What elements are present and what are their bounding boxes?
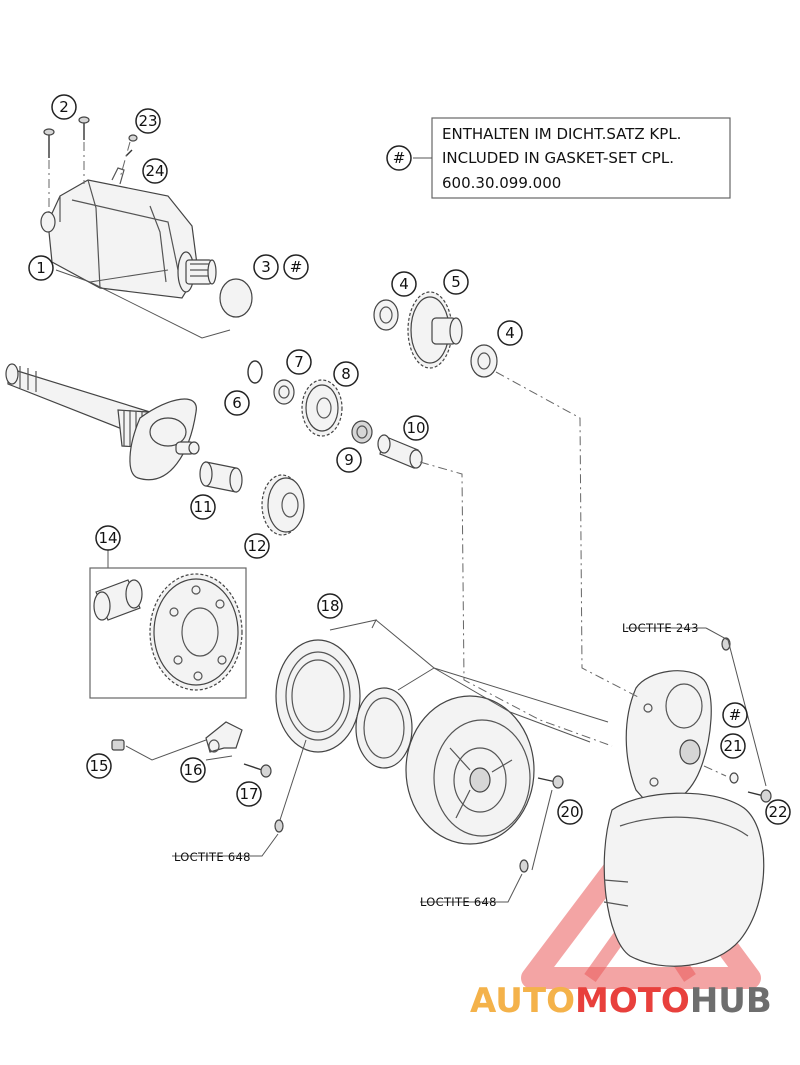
- callout-16: 16: [180, 757, 206, 783]
- callout-22: 22: [765, 799, 791, 825]
- screw-20: [537, 775, 564, 789]
- callout-14: 14: [95, 525, 121, 551]
- ignition-cover: [603, 670, 765, 967]
- svg-text:#: #: [393, 149, 406, 167]
- svg-text:10: 10: [406, 419, 425, 437]
- starter-screws: [43, 116, 90, 214]
- o-ring-21: [729, 772, 739, 784]
- svg-text:#: #: [729, 706, 742, 724]
- callout-18: 18: [317, 593, 343, 619]
- watermark-auto: AUTO: [470, 981, 575, 1021]
- loctite-648-left-label: LOCTITE 648: [174, 850, 251, 864]
- screw-17: [243, 763, 272, 778]
- callout-7: 7: [286, 349, 312, 375]
- svg-text:6: 6: [232, 394, 242, 412]
- callout-10: 10: [403, 415, 429, 441]
- loctite-drop-center: [519, 859, 529, 873]
- svg-text:17: 17: [239, 785, 258, 803]
- loctite-648-right-label: LOCTITE 648: [420, 895, 497, 909]
- washer-7: [273, 379, 295, 405]
- svg-text:3: 3: [261, 258, 271, 276]
- callout-24: 24: [142, 158, 168, 184]
- svg-text:9: 9: [344, 451, 354, 469]
- watermark-moto: MOTO: [575, 981, 690, 1021]
- callout-20: 20: [557, 799, 583, 825]
- callout-11: 11: [190, 494, 216, 520]
- svg-text:11: 11: [193, 498, 212, 516]
- svg-text:2: 2: [59, 98, 69, 116]
- svg-text:24: 24: [145, 162, 164, 180]
- cover-screw-22: [747, 789, 772, 803]
- bearing-ring: [355, 687, 413, 769]
- svg-text:21: 21: [723, 737, 742, 755]
- loctite-243-label: LOCTITE 243: [622, 621, 699, 635]
- callout-2: 2: [51, 94, 77, 120]
- svg-text:23: 23: [138, 112, 157, 130]
- crankshaft: [5, 363, 200, 481]
- svg-text:22: 22: [768, 803, 787, 821]
- gasket-set-note: # ENTHALTEN IM DICHT.SATZ KPL. INCLUDED …: [386, 117, 731, 199]
- callout-4-left: 4: [391, 271, 417, 297]
- intermediate-gear-5: [407, 291, 463, 369]
- sleeve-10: [377, 434, 423, 469]
- watermark-text: AUTOMOTOHUB: [470, 981, 772, 1021]
- bearing-4-left: [373, 299, 399, 331]
- starter-o-ring: [219, 278, 253, 318]
- gear-12: [261, 474, 305, 536]
- callout-8: 8: [333, 361, 359, 387]
- svg-text:7: 7: [294, 353, 304, 371]
- svg-text:20: 20: [560, 803, 579, 821]
- note-line-german: ENTHALTEN IM DICHT.SATZ KPL.: [442, 125, 681, 143]
- bearing-9: [351, 420, 373, 444]
- callout-9: 9: [336, 447, 362, 473]
- pin-15: [111, 739, 125, 751]
- svg-text:4: 4: [505, 324, 515, 342]
- starter-terminal-parts: [119, 134, 138, 179]
- callout-17: 17: [236, 781, 262, 807]
- note-line-english: INCLUDED IN GASKET-SET CPL.: [442, 149, 674, 167]
- callout-3: 3: [253, 254, 279, 280]
- svg-text:14: 14: [98, 529, 117, 547]
- callout-6: 6: [224, 390, 250, 416]
- svg-text:16: 16: [183, 761, 202, 779]
- needle-bearing-11: [199, 461, 243, 493]
- note-hash-symbol: #: [386, 145, 412, 171]
- svg-text:15: 15: [89, 757, 108, 775]
- svg-text:18: 18: [320, 597, 339, 615]
- watermark-hub: HUB: [690, 981, 772, 1021]
- svg-text:4: 4: [399, 275, 409, 293]
- flywheel-rotor: [405, 695, 535, 845]
- svg-text:#: #: [290, 258, 303, 276]
- callout-5: 5: [443, 269, 469, 295]
- svg-text:5: 5: [451, 273, 461, 291]
- callout-4-right: 4: [497, 320, 523, 346]
- svg-text:8: 8: [341, 365, 351, 383]
- freewheel-gear-kit-14: [89, 550, 247, 699]
- svg-text:12: 12: [247, 537, 266, 555]
- lever-16: [205, 721, 243, 753]
- callout-12: 12: [244, 533, 270, 559]
- callout-1: 1: [28, 255, 54, 281]
- callout-21-hash: #: [722, 702, 748, 728]
- callout-21: 21: [720, 733, 746, 759]
- svg-text:1: 1: [36, 259, 46, 277]
- callout-15: 15: [86, 753, 112, 779]
- callout-3-hash: #: [283, 254, 309, 280]
- bearing-4-right: [470, 344, 498, 378]
- gear-8: [301, 379, 343, 437]
- callout-23: 23: [135, 108, 161, 134]
- circlip-6: [247, 360, 263, 384]
- loctite-drop-left: [274, 819, 284, 833]
- note-part-number: 600.30.099.000: [442, 174, 561, 192]
- seal-ring-18: [275, 639, 361, 753]
- starter-motor: [40, 167, 217, 299]
